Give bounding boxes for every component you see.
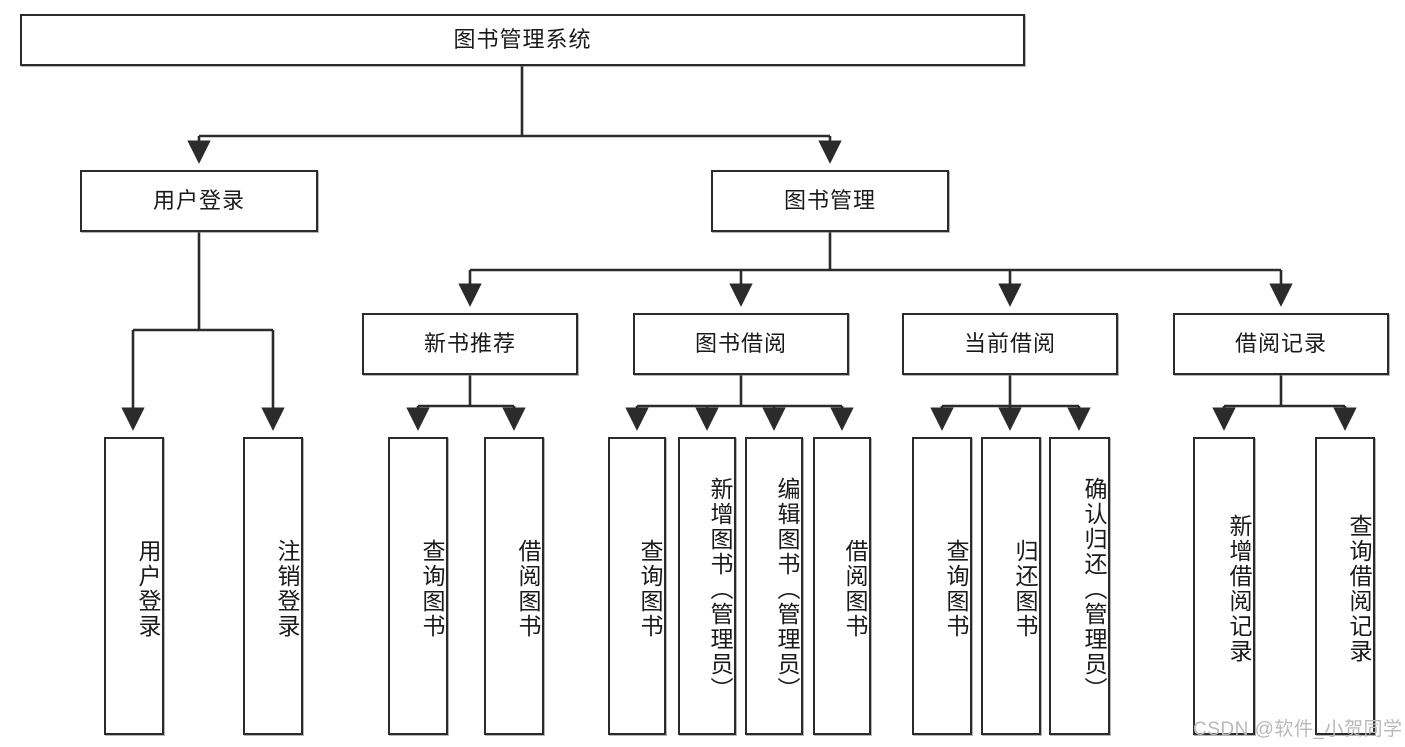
node-leaf-user-logout[interactable]: 注销登录 <box>243 437 303 735</box>
node-book-management-system[interactable]: 图书管理系统 <box>20 14 1025 66</box>
node-label: 查询借阅记录 <box>1346 514 1372 664</box>
node-label: 借阅图书 <box>515 539 541 639</box>
node-label: 编辑图书（管理员） <box>774 476 800 702</box>
node-leaf-borrow-book-1[interactable]: 借阅图书 <box>484 437 544 735</box>
node-label: 注销登录 <box>274 539 300 639</box>
node-leaf-user-login[interactable]: 用户登录 <box>104 437 164 735</box>
node-label: 用户登录 <box>135 539 161 639</box>
node-label: 图书借阅 <box>694 330 787 356</box>
node-label: 查询图书 <box>637 539 663 639</box>
node-label: 新增借阅记录 <box>1226 514 1252 664</box>
node-label: 新增图书（管理员） <box>707 476 733 702</box>
node-label: 借阅记录 <box>1234 330 1327 356</box>
node-book-borrow[interactable]: 图书借阅 <box>633 313 849 375</box>
node-current-borrow[interactable]: 当前借阅 <box>902 313 1118 375</box>
node-leaf-query-book-3[interactable]: 查询图书 <box>912 437 972 735</box>
node-label: 归还图书 <box>1012 539 1038 639</box>
node-borrow-record[interactable]: 借阅记录 <box>1173 313 1389 375</box>
node-leaf-query-book-1[interactable]: 查询图书 <box>388 437 448 735</box>
node-book-management[interactable]: 图书管理 <box>711 170 949 232</box>
node-label: 查询图书 <box>419 539 445 639</box>
node-label: 确认归还（管理员） <box>1081 476 1107 702</box>
node-leaf-add-borrow-record[interactable]: 新增借阅记录 <box>1193 437 1255 735</box>
node-label: 借阅图书 <box>842 539 868 639</box>
watermark-text: CSDN @软件_小贺同学 <box>1193 719 1403 740</box>
node-label: 用户登录 <box>152 187 245 213</box>
node-leaf-return-book[interactable]: 归还图书 <box>981 437 1041 735</box>
node-label: 当前借阅 <box>963 330 1056 356</box>
node-leaf-borrow-book-2[interactable]: 借阅图书 <box>813 437 871 735</box>
node-leaf-confirm-return[interactable]: 确认归还（管理员） <box>1049 437 1110 735</box>
node-label: 图书管理 <box>783 187 876 213</box>
node-leaf-query-borrow-record[interactable]: 查询借阅记录 <box>1315 437 1375 735</box>
node-leaf-query-book-2[interactable]: 查询图书 <box>608 437 666 735</box>
node-label: 图书管理系统 <box>453 26 592 52</box>
node-label: 新书推荐 <box>423 330 516 356</box>
node-leaf-edit-book[interactable]: 编辑图书（管理员） <box>745 437 803 735</box>
node-user-login[interactable]: 用户登录 <box>80 170 318 232</box>
node-new-book-recommend[interactable]: 新书推荐 <box>362 313 578 375</box>
node-leaf-add-book[interactable]: 新增图书（管理员） <box>678 437 736 735</box>
node-label: 查询图书 <box>943 539 969 639</box>
